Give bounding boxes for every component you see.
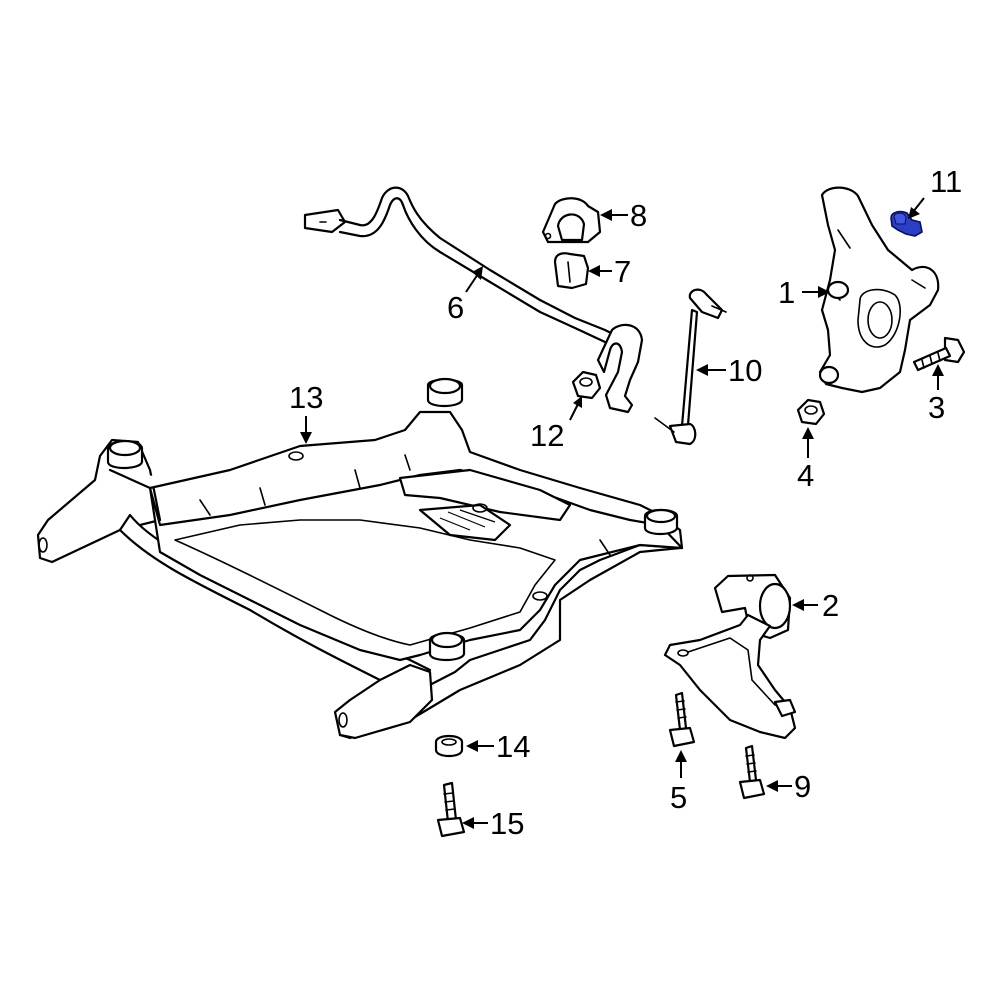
callout-label: 5 — [670, 780, 687, 815]
insulator-part[interactable] — [434, 734, 464, 758]
callout-15: 15 — [462, 806, 524, 841]
callout-label: 10 — [728, 353, 762, 388]
callout-label: 7 — [614, 254, 631, 289]
callout-label: 9 — [794, 769, 811, 804]
callout-label: 2 — [822, 588, 839, 623]
bushing-part[interactable] — [553, 252, 590, 290]
bolt-part-15[interactable] — [436, 781, 466, 838]
callout-1: 1 — [778, 275, 830, 310]
bracket-part[interactable] — [541, 197, 602, 244]
callout-13: 13 — [289, 380, 323, 444]
highlighted-part-11[interactable] — [890, 210, 923, 237]
nut-part-12[interactable] — [571, 370, 602, 400]
knuckle-part[interactable] — [818, 186, 940, 394]
callout-label: 15 — [490, 806, 524, 841]
callout-label: 14 — [496, 729, 530, 764]
callout-11: 11 — [908, 164, 962, 219]
callout-label: 1 — [778, 275, 795, 310]
bolt-part-5[interactable] — [668, 691, 696, 748]
callout-label: 11 — [930, 164, 962, 199]
callout-label: 3 — [928, 390, 945, 425]
callout-8: 8 — [600, 198, 647, 233]
nut-part-4[interactable] — [796, 398, 826, 426]
callout-label: 13 — [289, 380, 323, 415]
callout-9: 9 — [766, 769, 811, 804]
callout-4: 4 — [797, 427, 814, 493]
callout-6: 6 — [447, 266, 483, 325]
callout-2: 2 — [792, 588, 839, 623]
stabilizer-link-part[interactable] — [654, 288, 727, 446]
crossmember-part[interactable] — [36, 377, 684, 740]
callout-3: 3 — [928, 364, 945, 425]
callout-label: 6 — [447, 290, 464, 325]
callout-label: 8 — [630, 198, 647, 233]
callout-12: 12 — [530, 396, 582, 453]
bolt-part-9[interactable] — [738, 744, 766, 800]
callout-10: 10 — [696, 353, 762, 388]
callout-14: 14 — [466, 729, 530, 764]
callout-5: 5 — [670, 750, 687, 815]
callout-7: 7 — [588, 254, 631, 289]
callout-label: 12 — [530, 418, 564, 453]
control-arm-part[interactable] — [663, 573, 797, 740]
callout-label: 4 — [797, 458, 814, 493]
bolt-part-3[interactable] — [912, 336, 966, 372]
stabilizer-bar-part[interactable] — [303, 186, 644, 414]
